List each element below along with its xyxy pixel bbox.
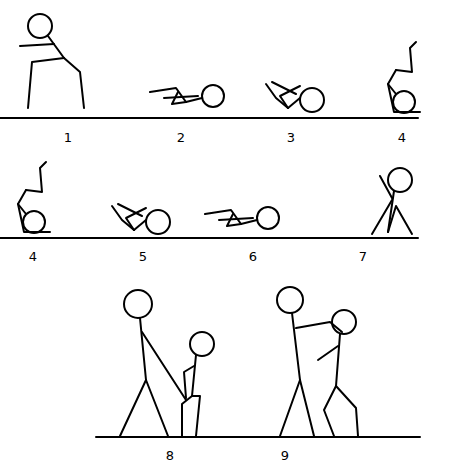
stick-figure xyxy=(120,290,214,436)
callout-number: 9 xyxy=(281,449,289,462)
callout-number: 4 xyxy=(29,250,37,263)
stick-figure xyxy=(388,42,420,113)
stick-figure xyxy=(266,82,324,112)
ground-line xyxy=(96,436,420,438)
stick-figure xyxy=(372,168,412,234)
stick-figure xyxy=(20,14,84,108)
stick-figure xyxy=(112,204,170,234)
stick-figure xyxy=(205,207,279,229)
callout-number: 6 xyxy=(249,250,257,263)
stick-figure xyxy=(277,287,358,436)
callout-number: 5 xyxy=(139,250,147,263)
callout-number: 8 xyxy=(166,449,174,462)
callout-number: 4 xyxy=(398,131,406,144)
callout-number: 7 xyxy=(359,250,367,263)
stick-figure xyxy=(150,85,224,107)
stick-figure xyxy=(18,162,50,233)
callout-number: 1 xyxy=(64,131,72,144)
ground-line xyxy=(0,117,418,119)
callout-number: 3 xyxy=(287,131,295,144)
callout-number: 2 xyxy=(177,131,185,144)
ground-line xyxy=(0,237,418,239)
